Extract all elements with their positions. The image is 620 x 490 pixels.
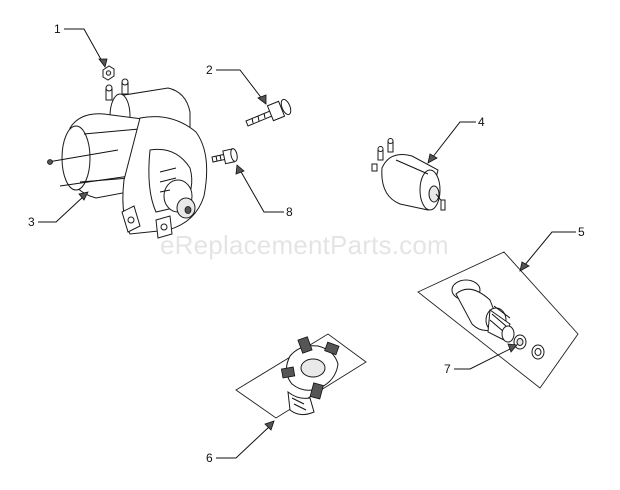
callout-label-8: 8 bbox=[286, 205, 293, 219]
brush-holder-drawing[interactable] bbox=[280, 336, 340, 416]
callout-label-6: 6 bbox=[206, 451, 213, 465]
callout-1[interactable]: 1 bbox=[54, 22, 108, 68]
nut-drawing[interactable] bbox=[102, 65, 115, 81]
callout-4[interactable]: 4 bbox=[427, 115, 485, 164]
short-bolt-drawing[interactable] bbox=[211, 148, 238, 165]
callout-7[interactable]: 7 bbox=[444, 343, 518, 376]
callout-8[interactable]: 8 bbox=[235, 164, 293, 219]
callout-2[interactable]: 2 bbox=[206, 63, 267, 105]
callout-label-1: 1 bbox=[54, 22, 61, 36]
watermark-text: eReplacementParts.com bbox=[160, 230, 449, 260]
drive-assembly-frame bbox=[417, 251, 579, 389]
retainer-rings-drawing[interactable] bbox=[513, 334, 545, 360]
starter-motor-drawing[interactable] bbox=[47, 78, 208, 239]
callout-label-2: 2 bbox=[206, 63, 213, 77]
callout-6[interactable]: 6 bbox=[206, 420, 275, 465]
callout-label-5: 5 bbox=[578, 225, 585, 239]
callout-label-7: 7 bbox=[444, 362, 451, 376]
long-bolt-drawing[interactable] bbox=[245, 98, 293, 127]
drive-assembly-drawing[interactable] bbox=[451, 279, 515, 343]
callout-label-4: 4 bbox=[478, 115, 485, 129]
callout-3[interactable]: 3 bbox=[28, 191, 89, 229]
callout-label-3: 3 bbox=[28, 215, 35, 229]
solenoid-drawing[interactable] bbox=[371, 138, 446, 211]
callout-5[interactable]: 5 bbox=[519, 225, 585, 272]
